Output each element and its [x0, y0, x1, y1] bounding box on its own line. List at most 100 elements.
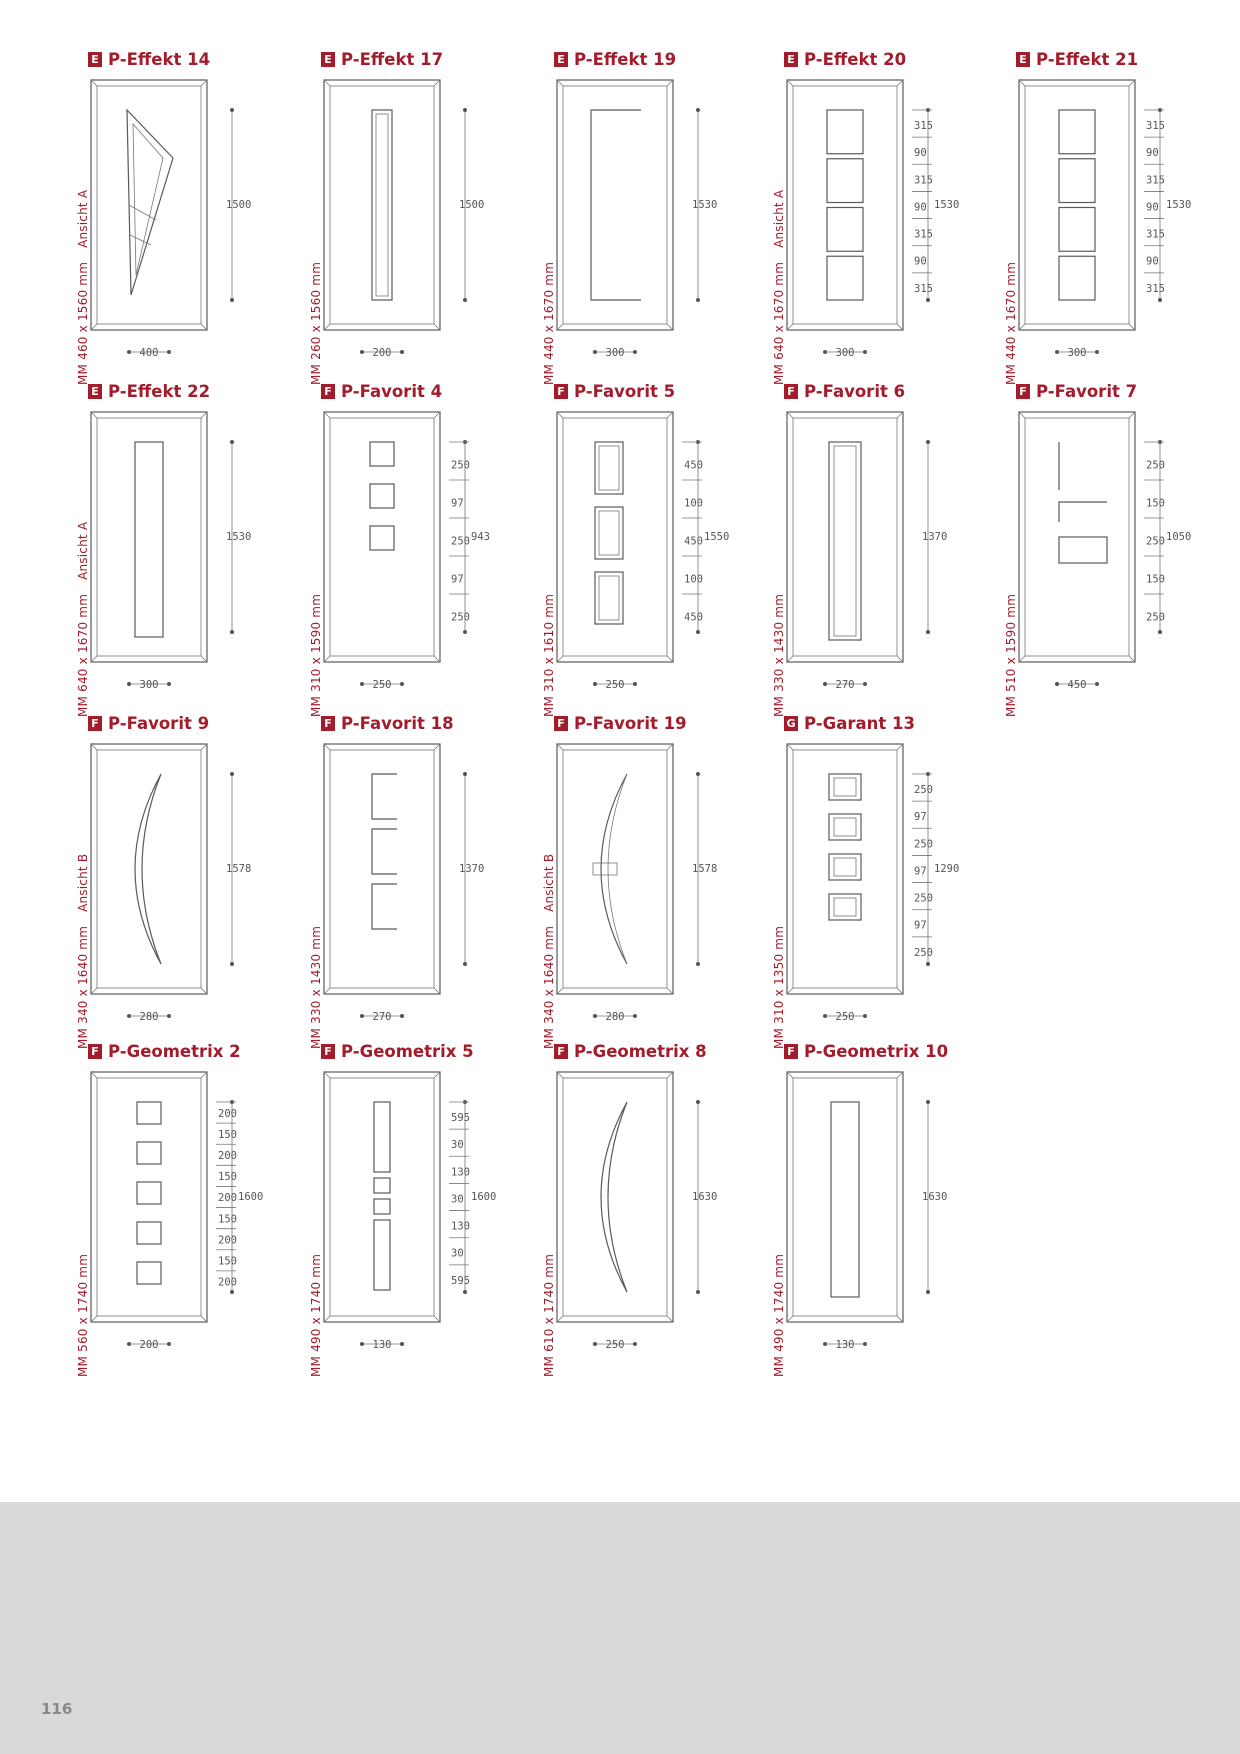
door-leaf	[562, 1077, 668, 1317]
category-badge: E	[784, 51, 798, 67]
category-badge: F	[321, 1043, 335, 1059]
glass-rect-inner	[598, 445, 620, 491]
height-label: 1630	[692, 1191, 717, 1203]
segment-label: 250	[1146, 460, 1165, 472]
dimension-dot	[167, 1342, 171, 1346]
frame-miter	[433, 323, 441, 331]
height-label: 1500	[459, 199, 484, 211]
category-badge: G	[784, 715, 798, 731]
segment-label: 97	[451, 498, 464, 510]
door-frame	[323, 1071, 441, 1323]
door-frame	[323, 79, 441, 331]
frame-miter	[433, 743, 441, 751]
dimension-dot	[463, 298, 467, 302]
door-frame	[556, 1071, 674, 1323]
frame-miter	[666, 1071, 674, 1079]
frame-miter	[433, 1071, 441, 1079]
width-label: 400	[140, 347, 159, 359]
segment-label: 100	[684, 498, 703, 510]
door-frame	[556, 743, 674, 995]
segment-label: 315	[914, 283, 933, 295]
height-label: 1550	[704, 531, 729, 543]
dimension-dot	[360, 682, 364, 686]
frame-miter	[556, 1315, 564, 1323]
dimension-dot	[1055, 350, 1059, 354]
category-badge: F	[784, 383, 798, 399]
segment-label: 315	[914, 229, 933, 241]
groove-bracket	[371, 828, 397, 875]
door-drawing: 1500 200	[323, 79, 484, 359]
glass-square	[828, 893, 862, 921]
dimension-dot	[400, 1014, 404, 1018]
dimension-dot	[633, 682, 637, 686]
glass-square-inner	[833, 817, 857, 837]
frame-miter	[896, 987, 904, 995]
width-label: 250	[606, 679, 625, 691]
frame-miter	[200, 1315, 208, 1323]
dimension-dot	[127, 350, 131, 354]
frame-miter	[786, 743, 794, 751]
model-name: P-Effekt 22	[108, 381, 211, 401]
dimension-dot	[863, 682, 867, 686]
segment-label: 200	[218, 1277, 237, 1289]
segment-label: 200	[218, 1150, 237, 1162]
frame-miter	[666, 1315, 674, 1323]
height-label: 943	[471, 531, 490, 543]
glass-square	[373, 1198, 391, 1215]
dimension-dot	[1055, 682, 1059, 686]
door-frame	[323, 743, 441, 995]
frame-miter	[90, 987, 98, 995]
segment-label: 97	[914, 865, 927, 877]
segment-label: 130	[451, 1166, 470, 1178]
glass-panel	[830, 1101, 860, 1298]
frame-miter	[433, 79, 441, 87]
model-name: P-Favorit 5	[574, 381, 676, 401]
frame-miter	[786, 323, 794, 331]
glass-square	[828, 813, 862, 841]
glass-square	[826, 109, 864, 155]
segment-label: 90	[914, 147, 927, 159]
frame-miter	[90, 655, 98, 663]
door-leaf	[792, 749, 898, 989]
height-label: 1290	[934, 863, 959, 875]
dimension-dot	[926, 440, 930, 444]
glass-rect	[594, 441, 624, 495]
frame-miter	[323, 655, 331, 663]
dimension-dot	[127, 682, 131, 686]
dimension-dot	[230, 962, 234, 966]
frame-miter	[323, 1315, 331, 1323]
frame-miter	[1018, 79, 1026, 87]
dimension-dot	[230, 772, 234, 776]
frame-miter	[896, 655, 904, 663]
segment-label: 130	[451, 1221, 470, 1233]
segment-label: 97	[451, 574, 464, 586]
frame-miter	[90, 79, 98, 87]
glass-square	[136, 1221, 162, 1245]
frame-miter	[323, 987, 331, 995]
frame-miter	[556, 1071, 564, 1079]
frame-miter	[1128, 323, 1136, 331]
model-name: P-Effekt 14	[108, 49, 211, 69]
door-leaf	[96, 1077, 202, 1317]
glass-rect-inner	[598, 575, 620, 621]
frame-miter	[90, 743, 98, 751]
dimension-dot	[926, 1290, 930, 1294]
glass-divider	[128, 204, 157, 221]
model-name: P-Favorit 18	[341, 713, 454, 733]
frame-miter	[666, 79, 674, 87]
width-label: 200	[373, 347, 392, 359]
frame-miter	[666, 655, 674, 663]
dimension-dot	[1158, 630, 1162, 634]
segment-label: 100	[684, 574, 703, 586]
dimension-dot	[360, 350, 364, 354]
segment-label: 150	[218, 1129, 237, 1141]
frame-miter	[323, 323, 331, 331]
frame-miter	[200, 1071, 208, 1079]
frame-miter	[90, 411, 98, 419]
